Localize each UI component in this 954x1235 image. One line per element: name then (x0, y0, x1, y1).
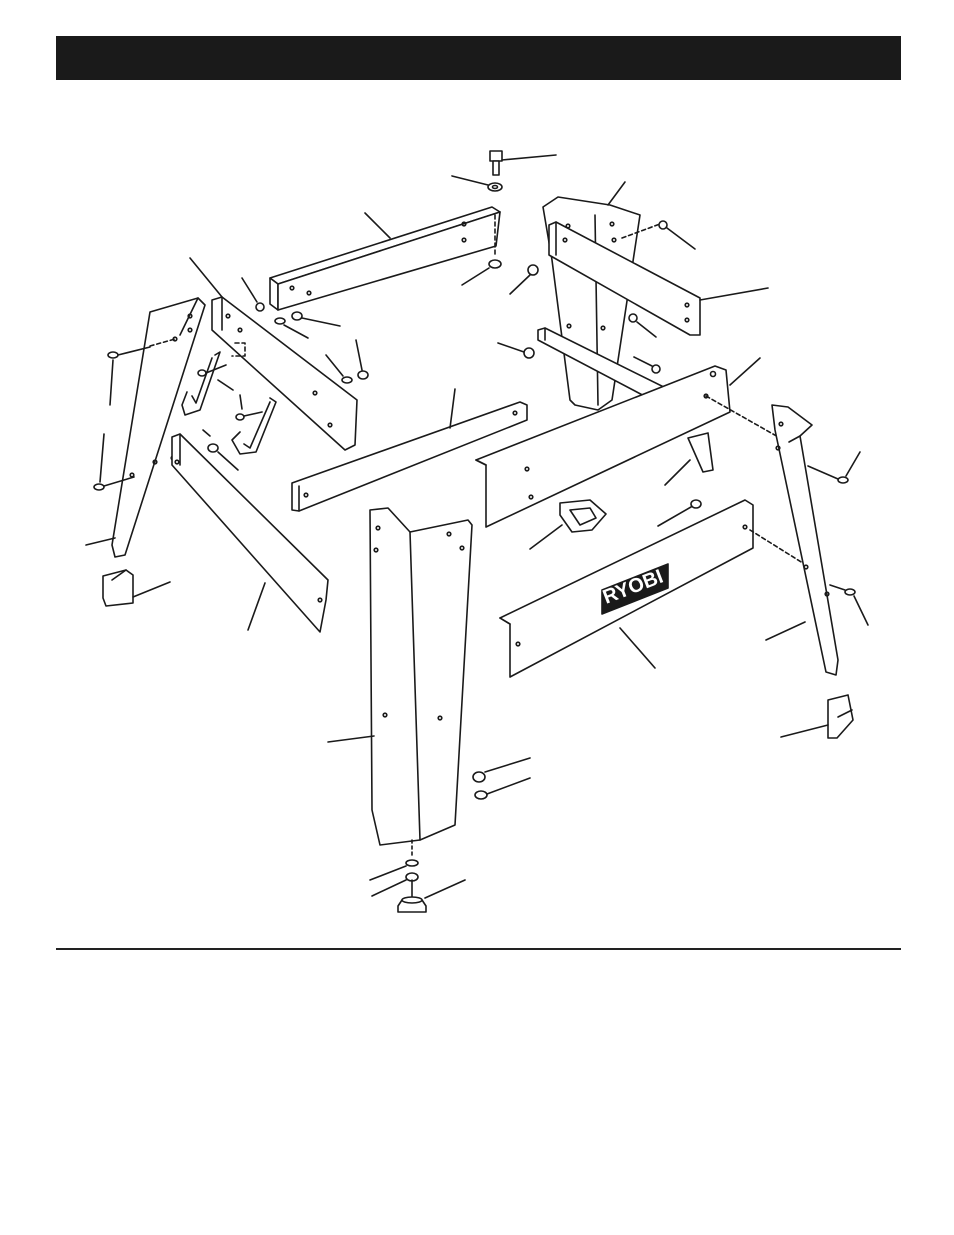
tray-nut (657, 499, 702, 527)
top-bolt (489, 150, 557, 176)
j-hook-right (231, 394, 277, 455)
header-bar (56, 36, 901, 80)
back-lower-nut-1 (628, 313, 657, 338)
panel-washer-1 (241, 277, 265, 312)
right-foot-cap (780, 694, 854, 739)
top-washer (451, 175, 503, 192)
right-carriage-bolt-1 (807, 451, 861, 484)
leveling-washer (369, 859, 419, 881)
j-hook-left (181, 351, 234, 437)
left-carriage-bolt-1 (107, 338, 176, 406)
panel-washer-2 (274, 317, 309, 339)
panel-washer-3 (325, 354, 353, 384)
panel-nut-2 (355, 339, 369, 380)
tray-bracket (529, 499, 607, 550)
leveling-foot (397, 879, 466, 913)
right-upper-rail (475, 357, 781, 528)
back-lower-nut-2 (497, 342, 535, 359)
front-center-leg (327, 507, 473, 859)
back-rail-nut-left (509, 264, 539, 295)
leg-washer (474, 777, 531, 800)
left-back-leg (85, 297, 206, 558)
back-lower-nut-3 (633, 356, 661, 374)
top-left-rail (269, 206, 501, 311)
right-leg (765, 404, 839, 676)
left-upper-panel (189, 257, 358, 451)
right-carriage-bolt-2 (829, 584, 869, 626)
section-divider (56, 948, 901, 950)
left-lower-panel (171, 433, 329, 633)
left-foot-cap (102, 569, 171, 607)
back-rail-nut-right (621, 220, 696, 250)
rail-nut (461, 259, 502, 286)
left-carriage-bolt-2 (93, 433, 135, 491)
center-short-rail (291, 388, 528, 512)
back-upper-rail (548, 221, 769, 336)
left-lower-nut (207, 443, 239, 471)
leg-nut (472, 757, 531, 783)
panel-nut-1 (291, 311, 341, 327)
